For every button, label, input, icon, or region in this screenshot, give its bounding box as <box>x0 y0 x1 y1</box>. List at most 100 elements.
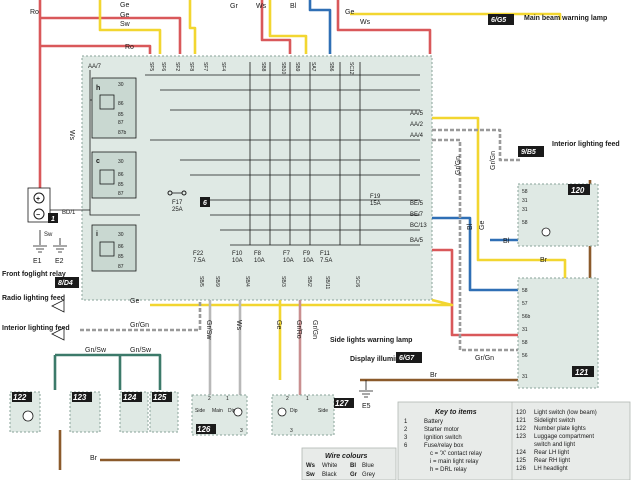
wc-name-2: Blue <box>362 463 375 469</box>
box-bottom-6: SC/6 <box>354 276 360 287</box>
wc-name-0: White <box>322 463 338 469</box>
key-text-1: Starter motor <box>424 427 459 433</box>
wire-code-grsw: Gr/Sw <box>205 320 212 340</box>
key-r-text-4: switch and light <box>534 442 575 448</box>
key-r-num-0: 120 <box>516 410 527 416</box>
hl126-pin-2: 2 <box>208 396 211 402</box>
key-num-3: 6 <box>404 443 408 449</box>
hl126-side: Side <box>195 408 205 414</box>
headlight-127: Dip Side 127 2 1 3 <box>271 394 354 436</box>
key-text-6: h = DRL relay <box>430 467 467 473</box>
fuse-relay-box <box>81 55 433 301</box>
relay-i-pin-30: 30 <box>118 232 124 238</box>
sw120-pin-0: 58 <box>522 189 528 195</box>
wire-code-gnsw-2: Gn/Sw <box>130 347 152 354</box>
wire-red-right <box>336 0 520 337</box>
ref-9b5: 9/B5 <box>521 149 536 156</box>
wire-yellow-right <box>150 116 567 380</box>
fuse-f17-name: F17 <box>172 200 183 206</box>
key-num-0: 1 <box>404 419 408 425</box>
wire-code-ge-left: Ge <box>130 298 139 305</box>
wire-code-bl-mid: Bl <box>467 223 474 230</box>
wire-code-grgn-right: Gr/Gn <box>475 355 494 362</box>
wire-code-ge-1: Ge <box>120 2 129 9</box>
hl126-dip: Dip <box>228 408 236 414</box>
ground-e1-label: E1 <box>33 258 42 265</box>
relay-letter-i: i <box>96 231 98 238</box>
sw121-pin-4: 58 <box>522 340 528 346</box>
key-r-text-5: Rear LH light <box>534 450 569 456</box>
switch-120: 120 58 31 31 58 <box>517 183 599 247</box>
box-number: 6 <box>203 200 207 207</box>
key-title: Key to items <box>435 409 477 416</box>
wire-code-sw-left: Sw <box>44 232 53 238</box>
main-beam-label-1: Main beam warning lamp <box>524 15 607 22</box>
wire-code-ws-2: Ws <box>360 19 371 26</box>
box-bottom-3: SB/3 <box>280 276 286 287</box>
wire-code-ws-left: Ws <box>68 130 75 141</box>
wc-code-0: Ws <box>306 463 316 469</box>
box-bottom-labels: SB/5 SB/9 SB/4 SB/3 SB/2 SB/11 SC/6 <box>198 276 360 289</box>
relay-h-pin-87b: 87b <box>118 130 127 136</box>
wc-name-1: Black <box>322 472 338 478</box>
wire-red-top <box>38 0 292 210</box>
sw121-pin-3: 31 <box>522 327 528 333</box>
hl127-pin-3: 3 <box>290 428 293 434</box>
connector-aa7: AA/7 <box>88 64 102 70</box>
box-bottom-0: SB/5 <box>198 276 204 287</box>
fuse-label-9: SA7 <box>310 62 316 72</box>
comp-120: 120 <box>571 186 585 195</box>
box-bottom-4: SB/2 <box>306 276 312 287</box>
relay-h-pin-85: 85 <box>118 112 124 118</box>
wire-code-ge-mid: Ge <box>479 221 486 230</box>
key-text-0: Battery <box>424 419 443 425</box>
wc-code-3: Gr <box>350 472 358 478</box>
wire-code-ro-2: Ro <box>125 44 134 51</box>
wire-code-sw-1: Sw <box>120 21 131 28</box>
interior-right-label: Interior lighting feed <box>552 141 620 148</box>
sw120-pin-3: 58 <box>522 220 528 226</box>
fuse-label-6: SB8 <box>260 62 266 72</box>
relay-h-pin-87: 87 <box>118 120 124 126</box>
fuse-f9-name: F9 <box>303 251 311 257</box>
relay-c-pin-86: 86 <box>118 172 124 178</box>
sw121-pin-6: 31 <box>522 374 528 380</box>
key-r-num-7: 126 <box>516 466 527 472</box>
sw120-pin-2: 31 <box>522 207 528 213</box>
fuse-f9-rating: 10A <box>303 258 314 264</box>
ref-6g5: 6/G5 <box>491 17 506 24</box>
fuse-label-1: SF6 <box>160 62 166 71</box>
hl126-main: Main <box>212 408 223 414</box>
wire-code-br-bottom: Br <box>90 455 98 462</box>
hl126-pin-3: 3 <box>240 428 243 434</box>
comp-127: 127 <box>335 399 349 408</box>
right-connectors: AA/5 AA/2 AA/4 BE/5 BE/7 BC/13 BA/5 <box>410 111 427 244</box>
wc-code-2: Bl <box>350 463 356 469</box>
relay-letter-c: c <box>96 158 100 165</box>
interior-left-label: Interior lighting feed <box>2 325 70 332</box>
left-labels: Front foglight relay 8/D4 Radio lighting… <box>2 271 152 354</box>
relay-c-pin-85: 85 <box>118 182 124 188</box>
internal-wiring <box>39 62 420 246</box>
ref-8d4: 8/D4 <box>58 280 73 287</box>
battery-num: 1 <box>51 216 55 223</box>
wc-code-1: Sw <box>306 472 315 478</box>
top-fuse-labels: SF5 SF6 SF2 SF8 SF7 SF4 SB8 SB10 SB9 SA7… <box>148 62 354 75</box>
ground-e2-label: E2 <box>55 258 64 265</box>
key-r-text-1: Sidelight switch <box>534 418 575 424</box>
sw120-pin-1: 31 <box>522 198 528 204</box>
wire-grey-green <box>80 128 520 352</box>
relay-i: i 30 86 85 87 <box>91 224 137 272</box>
sw121-pin-1: 57 <box>522 301 528 307</box>
comp-121: 121 <box>575 368 589 377</box>
key-r-num-1: 121 <box>516 418 527 424</box>
connector-be5: BE/5 <box>410 201 424 207</box>
wire-code-ws-1: Ws <box>256 3 267 10</box>
connector-aa2: AA/2 <box>410 122 424 128</box>
fuse-f17: F17 25A <box>167 190 187 213</box>
wire-code-ro-1: Ro <box>30 9 39 16</box>
connector-aa5: AA/5 <box>410 111 424 117</box>
fuse-label-2: SF2 <box>174 62 180 71</box>
fuse-label-4: SF7 <box>202 62 208 71</box>
